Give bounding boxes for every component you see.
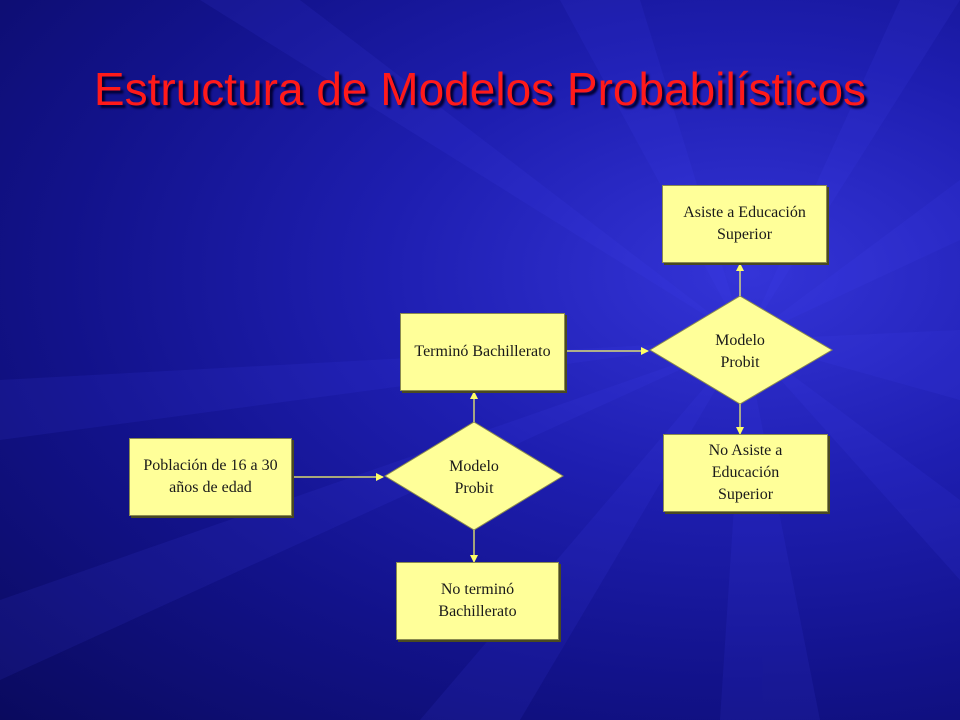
node-modelo-probit-1-label: Modelo Probit bbox=[449, 458, 499, 497]
node-termino-bachillerato: Terminó Bachillerato bbox=[400, 313, 565, 391]
node-modelo-probit-2-label: Modelo Probit bbox=[715, 332, 765, 371]
node-no-asiste-educacion-superior: No Asiste a Educación Superior bbox=[663, 434, 828, 512]
node-no-termino-bachillerato: No terminó Bachillerato bbox=[396, 562, 559, 640]
node-poblacion: Población de 16 a 30 años de edad bbox=[129, 438, 292, 516]
slide-title: Estructura de Modelos Probabilísticos bbox=[93, 63, 867, 115]
node-asiste-educacion-superior: Asiste a Educación Superior bbox=[662, 185, 827, 263]
